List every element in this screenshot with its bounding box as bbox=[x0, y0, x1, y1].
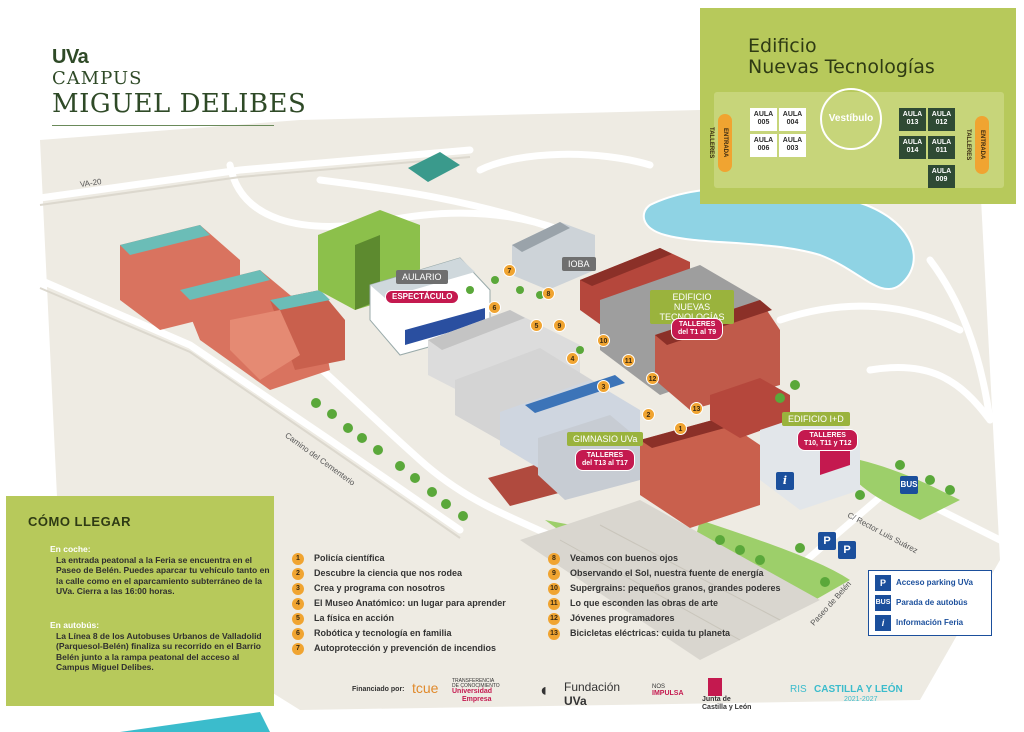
info-icon: i bbox=[875, 615, 891, 631]
vestibulo-circle[interactable]: Vestíbulo bbox=[820, 88, 882, 150]
impulsa-label: IMPULSA bbox=[652, 690, 684, 697]
tcue-logo: tcue bbox=[412, 680, 439, 696]
marker-7[interactable]: 7 bbox=[503, 264, 516, 277]
uva-logo-text: UVa bbox=[52, 46, 89, 68]
como-llegar-title: CÓMO LLEGAR bbox=[28, 514, 131, 529]
campus-label: CAMPUS bbox=[52, 68, 143, 89]
campus-name: MIGUEL DELIBES bbox=[52, 89, 307, 119]
castilla-label: CASTILLA Y LEÓN bbox=[814, 684, 903, 695]
junta-line1: Junta de bbox=[702, 696, 731, 703]
marker-6[interactable]: 6 bbox=[488, 301, 501, 314]
empresa-label: Empresa bbox=[462, 696, 492, 703]
marker-13[interactable]: 13 bbox=[690, 402, 703, 415]
pill-espectaculo[interactable]: ESPECTÁCULO bbox=[385, 290, 460, 304]
ioba-building bbox=[512, 222, 595, 290]
edificio-inset-panel: Edificio Nuevas Tecnologías ENTRADA TALL… bbox=[700, 8, 1016, 204]
label-ioba[interactable]: IOBA bbox=[562, 257, 596, 271]
va20-road bbox=[36, 146, 474, 202]
logo-divider bbox=[52, 125, 274, 126]
entrada-talleres-left: ENTRADA TALLERES bbox=[708, 114, 732, 172]
como-llegar-coche: En coche: La entrada peatonal a la Feria… bbox=[50, 544, 270, 597]
marker-9[interactable]: 9 bbox=[553, 319, 566, 332]
coche-text: La entrada peatonal a la Feria se encuen… bbox=[56, 554, 270, 597]
fundacion-line2: UVa bbox=[564, 694, 587, 708]
trees bbox=[311, 276, 955, 587]
greenhouse-building bbox=[408, 152, 460, 182]
marker-4[interactable]: 4 bbox=[566, 352, 579, 365]
camino-road bbox=[36, 276, 464, 534]
financiado-label: Financiado por: bbox=[352, 686, 405, 693]
inset-title: Edificio Nuevas Tecnologías bbox=[748, 36, 935, 78]
coche-heading: En coche: bbox=[50, 544, 91, 554]
inset-title-line1: Edificio bbox=[748, 35, 817, 57]
fundacion-line1: Fundación bbox=[564, 680, 621, 694]
bus-icon: BUS bbox=[875, 595, 891, 611]
bus-stop-icon[interactable]: BUS bbox=[900, 476, 918, 494]
parking-icon-1[interactable]: P bbox=[818, 532, 836, 550]
marker-10[interactable]: 10 bbox=[597, 334, 610, 347]
residence-buildings bbox=[120, 225, 345, 390]
autobus-heading: En autobús: bbox=[50, 620, 100, 630]
label-imasd[interactable]: EDIFICIO I+D bbox=[782, 412, 850, 426]
junta-line2: Castilla y León bbox=[702, 704, 752, 711]
marker-1[interactable]: 1 bbox=[674, 422, 687, 435]
label-aulario[interactable]: AULARIO bbox=[396, 270, 448, 284]
label-gimnasio[interactable]: GIMNASIO UVa bbox=[567, 432, 644, 446]
nos-label: NOS bbox=[652, 684, 666, 690]
ris-label: RIS bbox=[790, 684, 807, 695]
marker-8[interactable]: 8 bbox=[542, 287, 555, 300]
years-label: 2021-2027 bbox=[844, 696, 878, 703]
campus-logo: UVa CAMPUS MIGUEL DELIBES bbox=[52, 46, 307, 126]
como-llegar-autobus: En autobús: La Línea 8 de los Autobuses … bbox=[50, 620, 270, 673]
entrada-talleres-right: ENTRADA TALLERES bbox=[965, 116, 989, 174]
corner-accent bbox=[120, 712, 270, 732]
marker-2[interactable]: 2 bbox=[642, 408, 655, 421]
parking-lot bbox=[520, 500, 820, 660]
marker-3[interactable]: 3 bbox=[597, 380, 610, 393]
marker-5[interactable]: 5 bbox=[530, 319, 543, 332]
info-point-icon[interactable]: i bbox=[776, 472, 794, 490]
inset-title-line2: Nuevas Tecnologías bbox=[748, 56, 935, 78]
autobus-text: La Línea 8 de los Autobuses Urbanos de V… bbox=[56, 630, 262, 673]
marker-12[interactable]: 12 bbox=[646, 372, 659, 385]
tcue-sub2: DE CONOCIMIENTO bbox=[452, 683, 500, 689]
marker-11[interactable]: 11 bbox=[622, 354, 635, 367]
universidad-label: Universidad bbox=[452, 688, 493, 695]
como-llegar-panel: CÓMO LLEGAR En coche: La entrada peatona… bbox=[6, 496, 274, 706]
parking-icon: P bbox=[875, 575, 891, 591]
junta-shield-icon bbox=[708, 678, 722, 696]
parking-icon-2[interactable]: P bbox=[838, 541, 856, 559]
fundacion-logo-icon: ◖ bbox=[538, 680, 549, 700]
tcue-sub1: TRANSFERENCIA bbox=[452, 678, 495, 684]
